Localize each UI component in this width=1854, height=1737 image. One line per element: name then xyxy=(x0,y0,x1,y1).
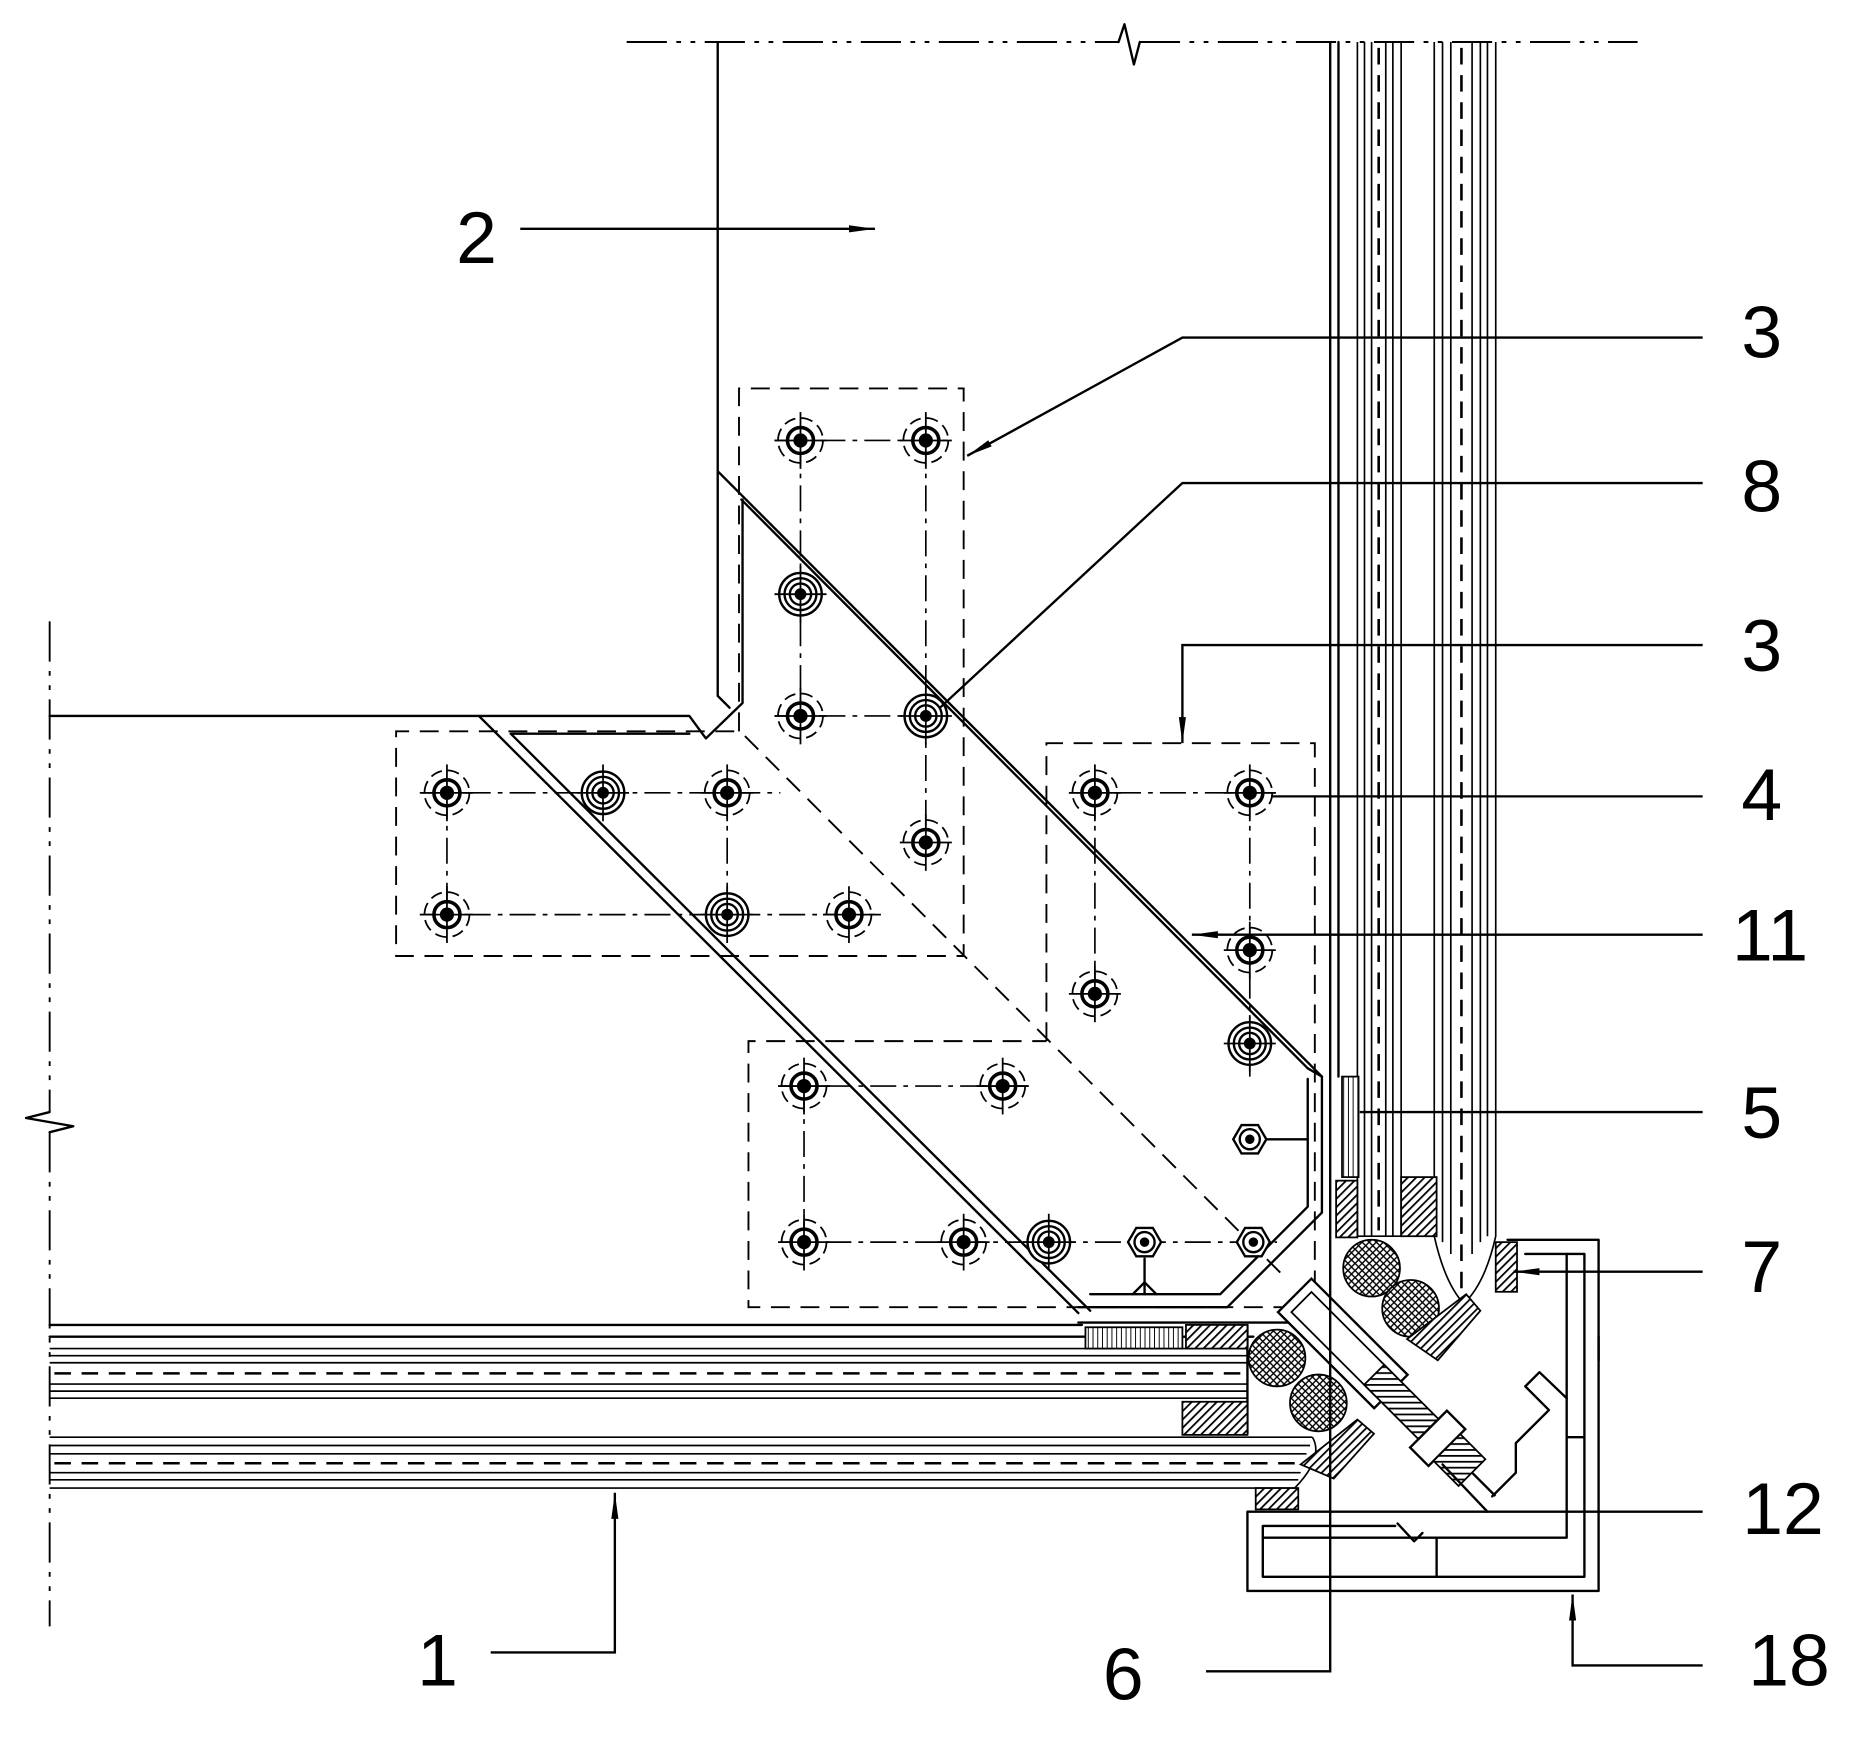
bottom-glass-panel xyxy=(48,1323,1317,1489)
foam-backer-rod xyxy=(1289,1373,1348,1433)
gasket-5 xyxy=(1341,1075,1360,1178)
angle-plate-left-inner xyxy=(509,732,1092,1312)
leader-3-bottom xyxy=(1178,643,1703,744)
aluminium-frame-profile xyxy=(1246,1238,1600,1593)
angle-plate-right-inner xyxy=(740,498,1309,1070)
spacer-block xyxy=(1185,1324,1249,1350)
steel-structure xyxy=(48,40,1324,1324)
leader-18 xyxy=(1569,1594,1703,1667)
bolts xyxy=(419,410,1278,1273)
right-outer-glass xyxy=(1356,42,1402,1238)
bolt xyxy=(772,685,829,747)
profile-tab xyxy=(1396,1522,1424,1543)
beam-edge xyxy=(48,498,744,740)
bolt-washer xyxy=(773,564,828,624)
callout-label-1: 1 xyxy=(417,1620,458,1702)
callout-label-12: 12 xyxy=(1742,1468,1824,1550)
profile-inner-edge xyxy=(1261,1252,1586,1578)
profile-diagonal-edge xyxy=(1441,1463,1489,1513)
corner-bracket-outer xyxy=(1077,1067,1324,1309)
leader-lines xyxy=(490,42,1703,1673)
bolt xyxy=(935,1211,992,1273)
leader-1 xyxy=(490,1492,619,1654)
gaskets-and-spacers xyxy=(1084,1075,1518,1511)
callout-label-6: 6 xyxy=(1103,1634,1144,1716)
bottom-gasket xyxy=(1084,1326,1184,1350)
callout-label-3-top: 3 xyxy=(1741,292,1782,374)
callout-label-2: 2 xyxy=(456,197,497,279)
bottom-plate-grid xyxy=(780,1085,1277,1243)
spacer-block xyxy=(1400,1176,1438,1238)
hex-nut xyxy=(1235,1226,1272,1258)
bolt xyxy=(699,762,755,823)
bolt xyxy=(419,884,475,945)
diagonal-connector xyxy=(1276,1276,1497,1497)
bracket-web-bottom xyxy=(1131,1257,1158,1296)
top-plate-grid xyxy=(774,439,952,843)
callout-labels: 2 3 8 3 4 11 5 7 12 18 6 1 xyxy=(417,197,1830,1716)
centerlines xyxy=(24,23,1638,1627)
frame-gasket xyxy=(1254,1487,1300,1511)
bolt xyxy=(419,762,475,823)
profile-clip xyxy=(1491,1371,1568,1498)
bottom-outer-glass xyxy=(49,1347,1248,1400)
bottom-inner-glass xyxy=(49,1436,1317,1489)
bolt xyxy=(821,884,877,945)
bolt-washer xyxy=(1021,1212,1076,1272)
callout-label-11: 11 xyxy=(1732,895,1808,977)
bolt xyxy=(1222,762,1278,823)
right-inner-glass xyxy=(1433,42,1497,1305)
bolt-grid-lines xyxy=(419,439,1277,1243)
column-edge xyxy=(716,40,731,709)
foam-backer-rod xyxy=(1342,1238,1401,1298)
leader-3-top xyxy=(966,336,1703,457)
bolt xyxy=(776,1211,832,1273)
spacer-block xyxy=(1335,1179,1359,1239)
sealant-bead xyxy=(1298,1418,1376,1480)
upper-left-plate-outline xyxy=(395,387,965,957)
bolt xyxy=(898,410,954,471)
callout-label-18: 18 xyxy=(1748,1620,1830,1702)
callout-label-4: 4 xyxy=(1741,754,1782,836)
bottom-frame-lines xyxy=(48,1323,1255,1435)
hidden-edge-line xyxy=(744,735,1286,1279)
callout-label-3-bottom: 3 xyxy=(1741,605,1782,687)
callout-label-5: 5 xyxy=(1741,1072,1782,1154)
leader-6 xyxy=(1206,42,1332,1673)
bolt xyxy=(1067,762,1123,823)
spacer-block xyxy=(1181,1400,1249,1436)
angle-plate-left-outer xyxy=(477,714,1080,1315)
bolt xyxy=(772,410,829,471)
bolt xyxy=(1222,919,1278,981)
left-plate-grid xyxy=(419,791,881,916)
leader-8 xyxy=(939,481,1703,709)
connector-tip xyxy=(1471,1471,1497,1497)
sealant-bead xyxy=(1405,1292,1482,1362)
profile-outer-edge xyxy=(1246,1238,1600,1593)
top-break-symbol xyxy=(1117,23,1142,66)
profile-chamber-wall xyxy=(1261,1252,1568,1539)
bolt xyxy=(776,1055,832,1117)
bolt xyxy=(898,812,954,873)
bolt xyxy=(1067,963,1123,1024)
profile-chamber-dividers xyxy=(1435,1436,1586,1578)
bolt-washer xyxy=(699,885,755,945)
callout-label-7: 7 xyxy=(1741,1226,1782,1308)
callout-label-8: 8 xyxy=(1741,445,1782,527)
bolt xyxy=(974,1055,1031,1117)
corner-bracket-inner xyxy=(1088,1077,1309,1296)
right-glass-panel xyxy=(1337,40,1497,1305)
hex-nut xyxy=(1232,1123,1268,1155)
hex-nut xyxy=(1126,1226,1163,1258)
bolt-washer xyxy=(898,686,954,746)
angle-plate-right-outer xyxy=(716,470,1324,1078)
gasket-7 xyxy=(1494,1241,1518,1293)
left-break-symbol xyxy=(24,1110,75,1134)
bolt-washer xyxy=(575,763,631,823)
foam-backer-rod xyxy=(1247,1328,1307,1388)
connector-end xyxy=(1432,1432,1487,1488)
